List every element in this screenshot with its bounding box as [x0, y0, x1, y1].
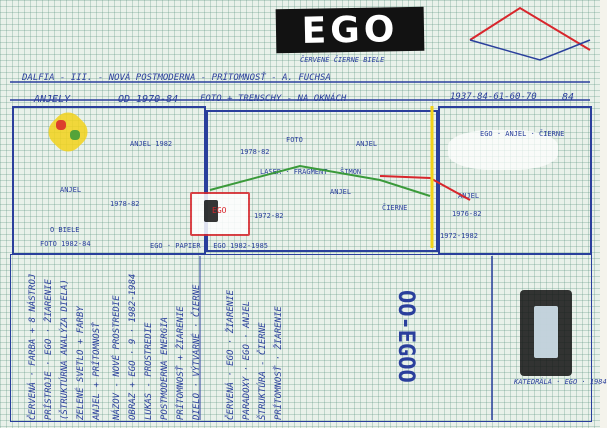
gallery-label: FOTO 1982-84: [40, 240, 91, 248]
gallery-label: 1976-82: [452, 210, 482, 218]
gallery-label: ANJEL: [60, 186, 82, 194]
right-label: KATEDRÁLA · EGO · 1984: [514, 378, 607, 386]
gallery-label: ANJEL: [356, 140, 378, 148]
header-line-2d: 1937-84-61-60-70: [450, 92, 537, 102]
gallery-label: 1978-82: [110, 200, 140, 208]
gallery-label: EGO: [212, 206, 227, 215]
green-dot: [70, 130, 80, 140]
center-figure: [204, 200, 218, 222]
gallery-label: 1978-82: [240, 148, 270, 156]
right-window: [534, 306, 558, 358]
gallery-label: EGO · ANJEL · ČIERNE: [480, 130, 565, 138]
center-card: [190, 192, 250, 236]
gallery-label: ANJEL: [330, 188, 352, 196]
gallery-label: FOTO: [286, 136, 303, 144]
gallery-label: 1972-1982: [440, 232, 478, 240]
gallery-label: ANJEL 1982: [130, 140, 173, 148]
header-line-2c: FOTO + TRENSCHY - NA OKNÁCH: [200, 94, 347, 104]
right-white-cloud: [448, 130, 558, 170]
red-dot: [56, 120, 66, 130]
gallery-label: ANJEL: [458, 192, 480, 200]
header-line-1: DALFIA - III. - NOVÁ POSTMODERNA - PRÍTO…: [22, 73, 331, 83]
gallery-label: EGO · PAPIER · EGO 1982-1985: [150, 242, 269, 250]
gallery-label: 1972-82: [254, 212, 284, 220]
gallery-label: ČIERNE: [382, 204, 408, 212]
text-area-frame: [10, 254, 592, 422]
header-line-2e: 84: [562, 92, 575, 103]
header-note: ČERVENÉ ČIERNE BIELE: [300, 56, 385, 64]
gallery-label: LASER · FRAGMENT · ŠIMON: [260, 168, 362, 176]
gallery-label: O BIELE: [50, 226, 80, 234]
